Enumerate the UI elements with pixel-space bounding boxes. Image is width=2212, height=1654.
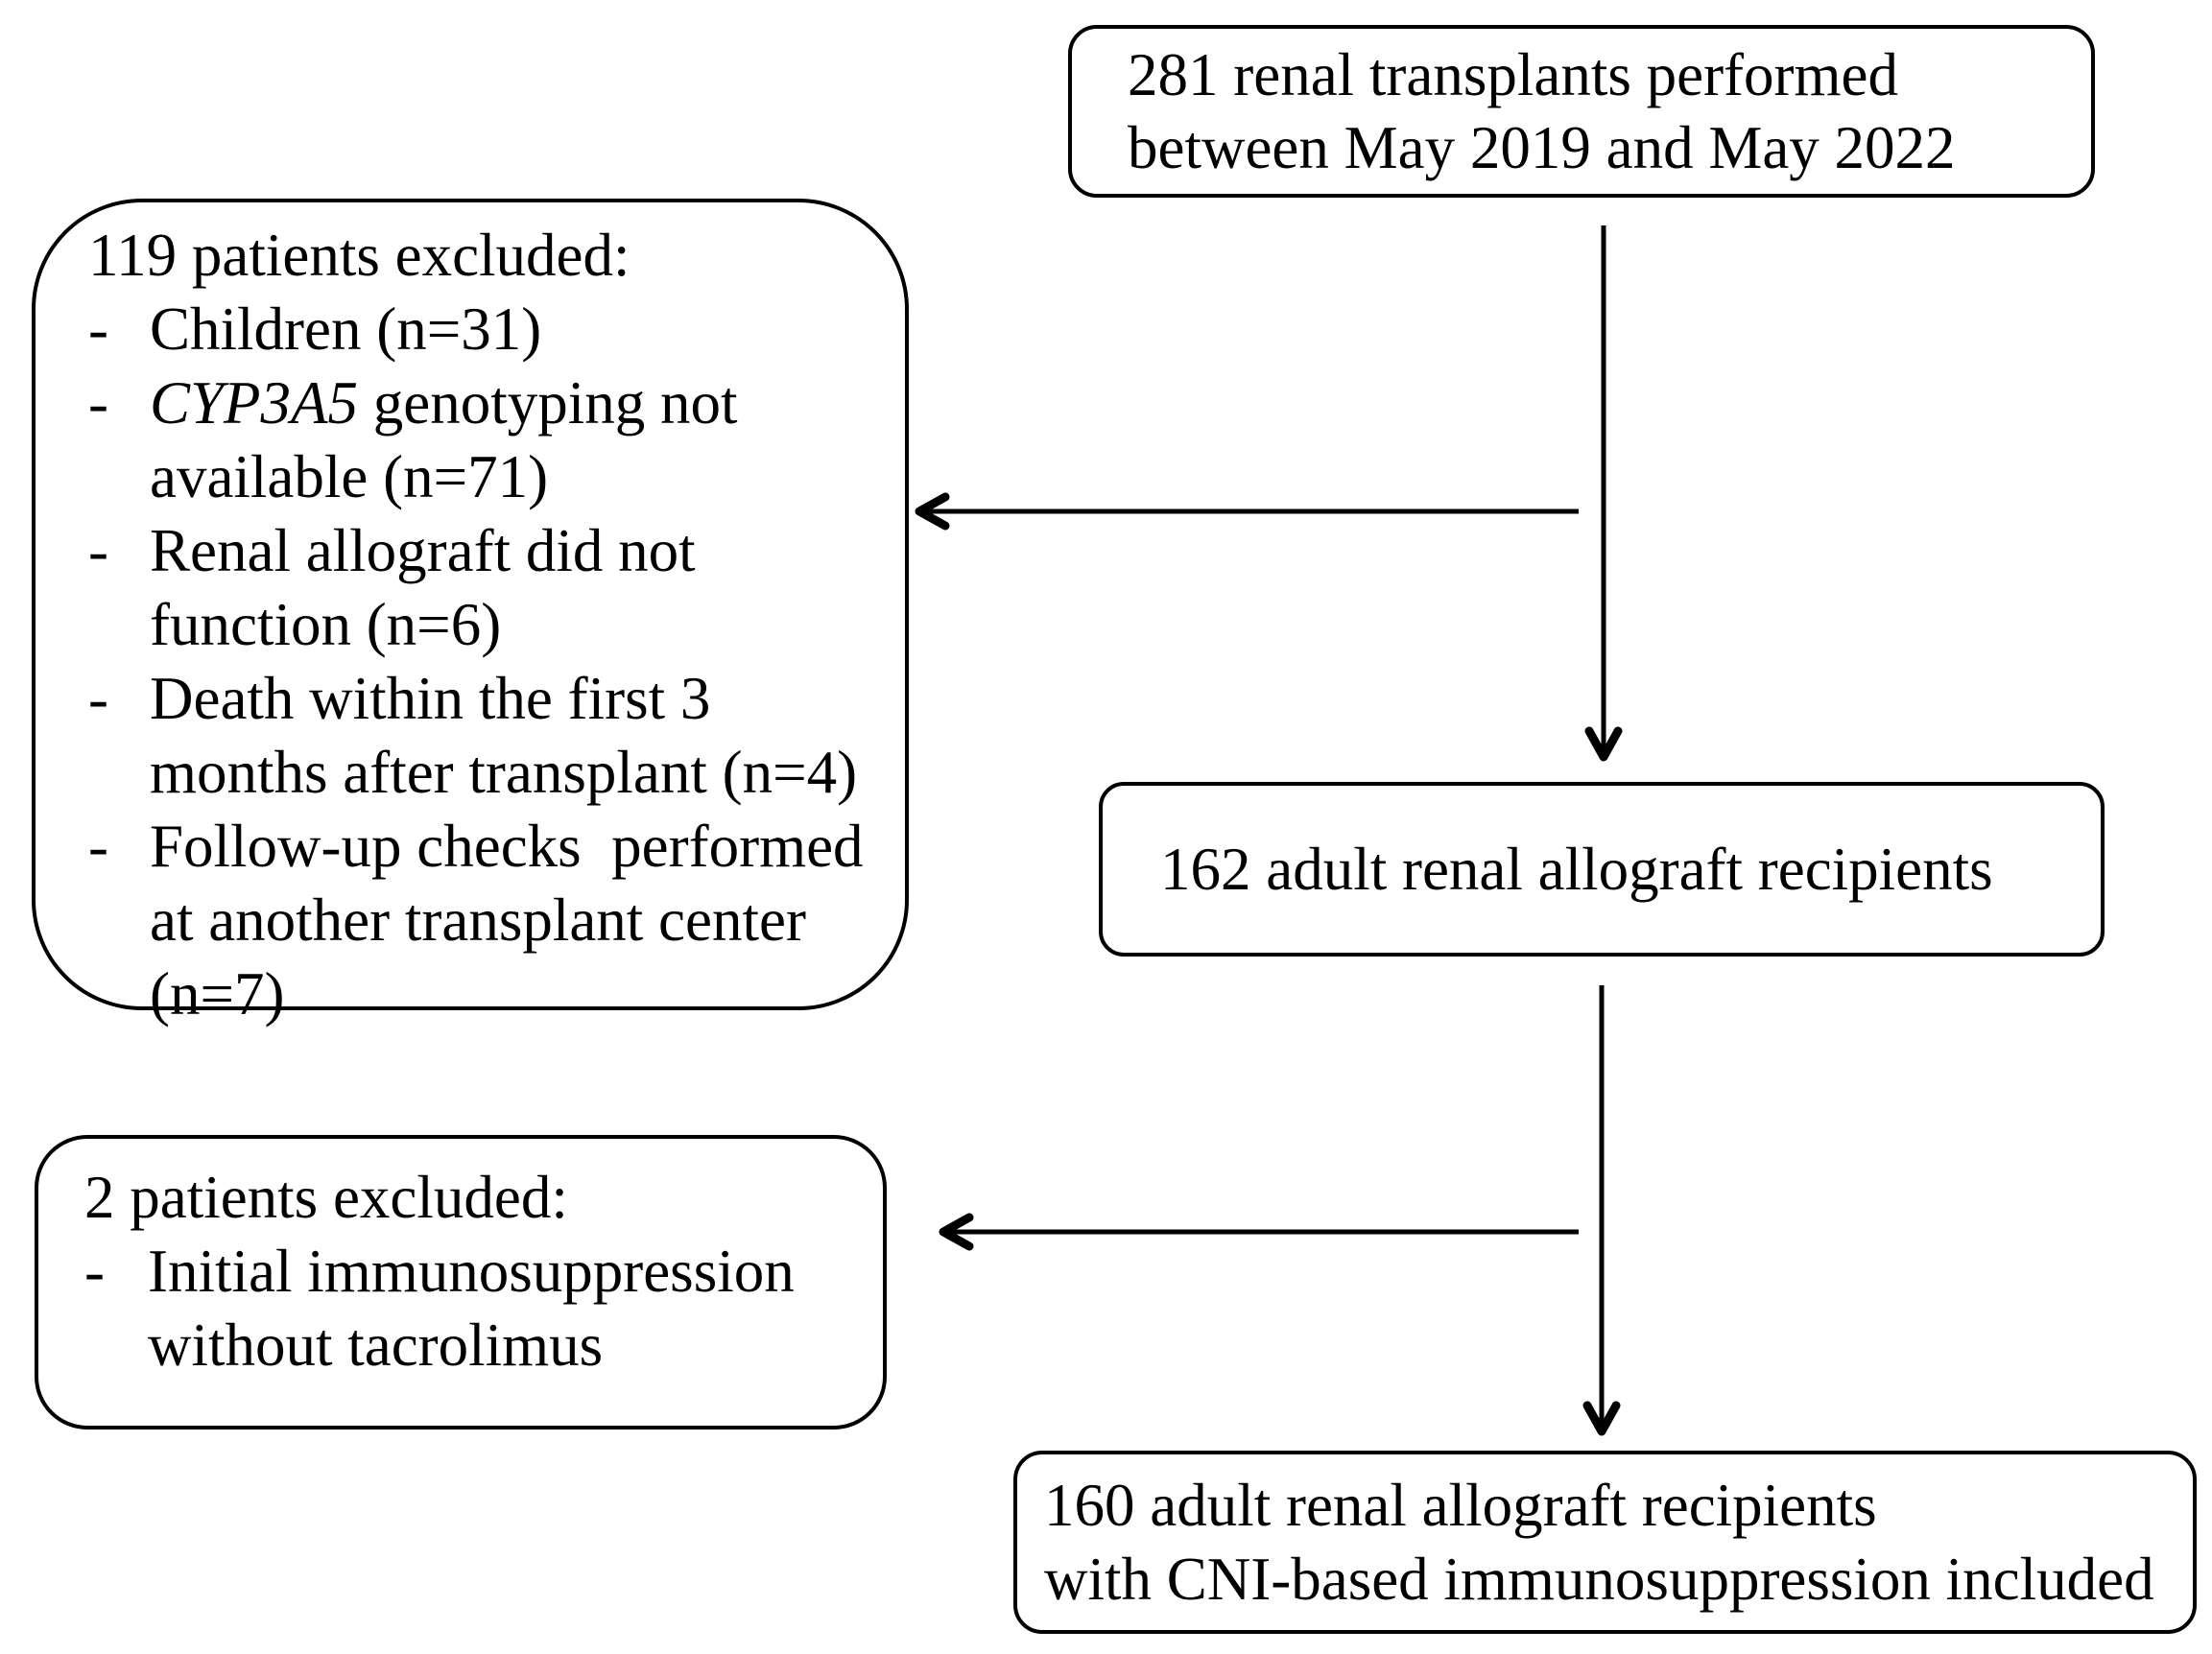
excluded-119-heading: 119 patients excluded: <box>88 222 630 289</box>
bullet-dash: - <box>84 1238 105 1305</box>
item-allograft-line-1: Renal allograft did not <box>150 517 696 584</box>
box-excluded-2: 2 patients excluded: - Initial immunosup… <box>35 1135 887 1430</box>
bullet-dash: - <box>88 517 108 584</box>
box-excluded-119: 119 patients excluded: - Children (n=31)… <box>32 199 909 1028</box>
box-160-line-2: with CNI-based immunosuppression include… <box>1044 1545 2154 1613</box>
item-children-line-1: Children (n=31) <box>150 295 542 363</box>
bullet-dash: - <box>88 295 108 363</box>
arrow-middle-to-bottom <box>1582 985 1621 1436</box>
bullet-dash: - <box>88 813 108 880</box>
excluded-119-item-children: - Children (n=31) <box>88 293 899 366</box>
box-included-160: 160 adult renal allograft recipients wit… <box>1013 1451 2197 1634</box>
item-tacrolimus-line-1: Initial immunosuppression <box>148 1238 795 1305</box>
excluded-119-item-followup: - Follow-up checks performed at another … <box>88 810 899 1031</box>
item-death-line-2: months after transplant (n=4) <box>150 739 858 806</box>
excluded-119-item-allograft: - Renal allograft did not function (n=6) <box>88 514 899 662</box>
excluded-2-heading: 2 patients excluded: <box>84 1164 568 1231</box>
item-followup-line-3: (n=7) <box>150 960 285 1028</box>
box-160-line-1: 160 adult renal allograft recipients <box>1044 1471 1877 1539</box>
bullet-dash: - <box>88 665 108 732</box>
box-162-line-1: 162 adult renal allograft recipients <box>1160 835 1993 903</box>
excluded-119-item-death: - Death within the first 3 months after … <box>88 662 899 810</box>
box-281-line-2: between May 2019 and May 2022 <box>1128 114 1956 181</box>
box-recipients-162: 162 adult renal allograft recipients <box>1099 782 2105 957</box>
arrow-top-to-middle <box>1584 225 1623 762</box>
excluded-119-item-genotyping: - CYP3A5 genotyping not available (n=71) <box>88 366 899 514</box>
item-followup-line-2: at another transplant center <box>150 886 806 954</box>
bullet-dash: - <box>88 369 108 437</box>
item-tacrolimus-line-2: without tacrolimus <box>148 1311 604 1379</box>
arrow-to-exclusion-2 <box>939 1213 1579 1251</box>
item-genotyping-line-2: available (n=71) <box>150 443 549 510</box>
item-allograft-line-2: function (n=6) <box>150 591 502 658</box>
gene-name-italic: CYP3A5 <box>150 369 359 437</box>
item-genotyping-line-1-rest: genotyping not <box>358 369 738 437</box>
box-renal-transplants-281: 281 renal transplants performed between … <box>1068 25 2095 198</box>
item-death-line-1: Death within the first 3 <box>150 665 711 732</box>
item-genotyping-line-1: CYP3A5 genotyping not <box>150 366 899 440</box>
box-281-line-1: 281 renal transplants performed <box>1128 41 1898 108</box>
item-followup-line-1: Follow-up checks performed <box>150 813 864 880</box>
arrow-to-exclusion-1 <box>915 492 1579 531</box>
excluded-2-item-tacrolimus: - Initial immunosuppression without tacr… <box>84 1235 877 1382</box>
